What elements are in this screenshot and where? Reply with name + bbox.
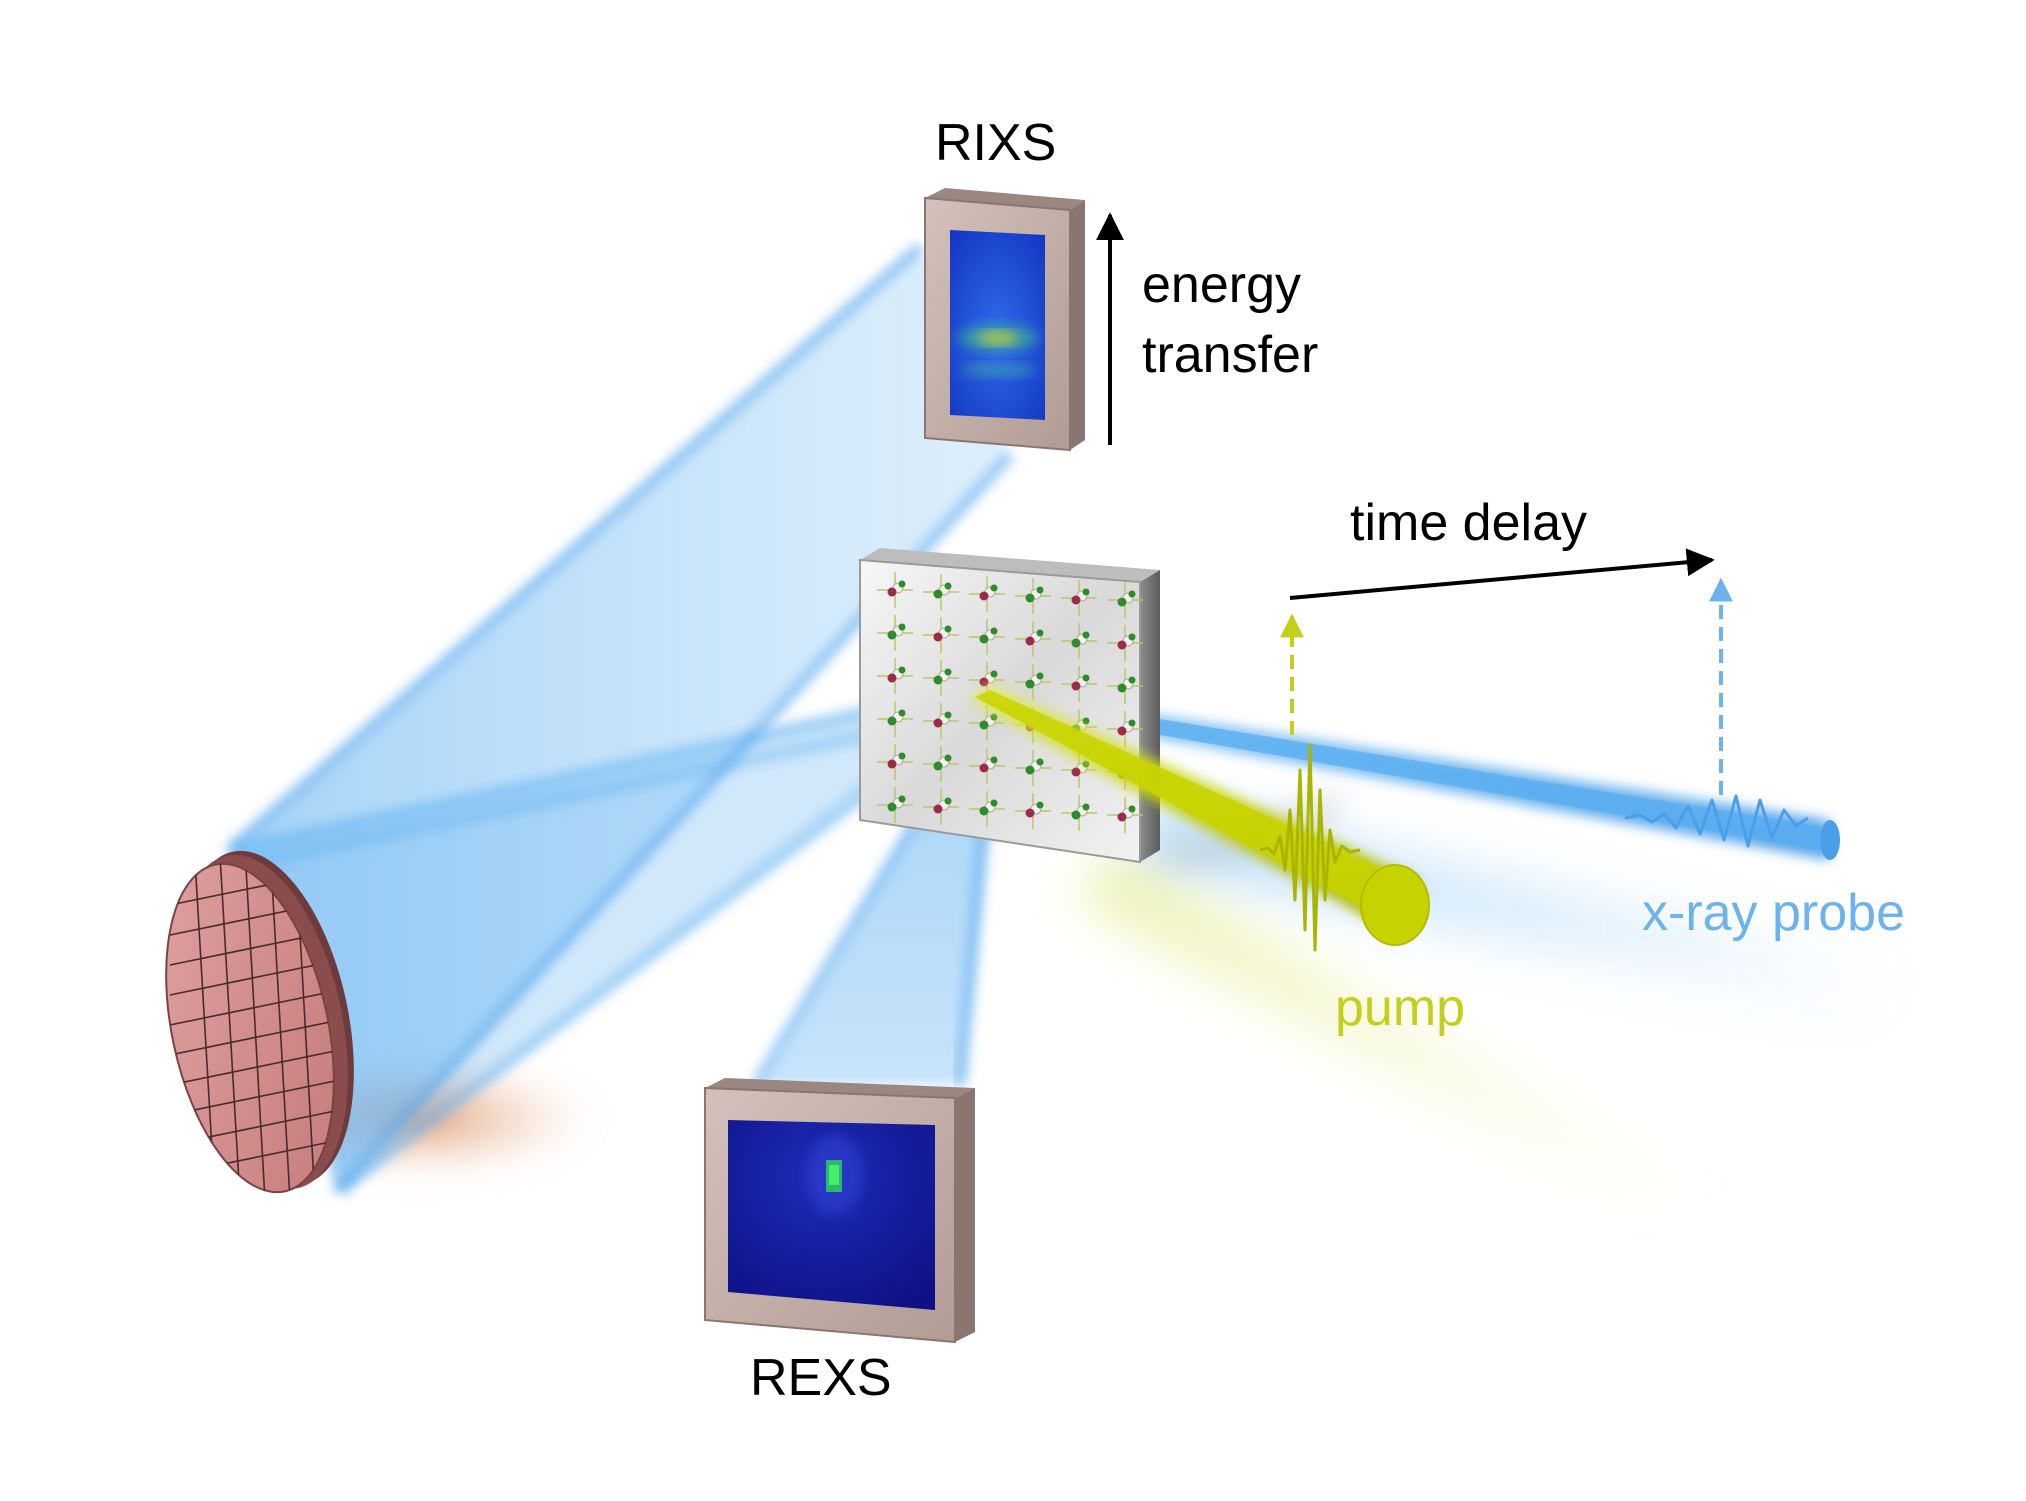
lattice-atom [990, 799, 998, 807]
lattice-atom [898, 795, 906, 803]
rixs-detector [924, 188, 1085, 452]
lattice-atom [1036, 586, 1044, 594]
lattice-atom [1036, 629, 1044, 637]
lattice-atom [898, 666, 906, 674]
pump-label: pump [1335, 979, 1465, 1037]
sample-crystal [859, 548, 1340, 870]
lattice-atom [1036, 801, 1044, 809]
lattice-atom [933, 632, 943, 642]
lattice-atom [1025, 636, 1035, 646]
lattice-atom [990, 713, 998, 721]
pump-pulse-waveform [1259, 743, 1361, 952]
lattice-atom [1117, 640, 1127, 650]
lattice-atom [944, 582, 952, 590]
lattice-atom [1071, 595, 1081, 605]
lattice-atom [1128, 590, 1136, 598]
lattice-atom [887, 759, 897, 769]
lattice-atom [1036, 672, 1044, 680]
lattice-atom [1117, 683, 1127, 693]
time-delay-label: time delay [1350, 494, 1587, 552]
lattice-atom [944, 711, 952, 719]
lattice-atom [887, 802, 897, 812]
lattice-atom [990, 584, 998, 592]
lattice-atom [887, 673, 897, 683]
lattice-atom [1128, 633, 1136, 641]
rixs-signal [958, 324, 1038, 377]
lattice-atom [1071, 810, 1081, 820]
pump-beam-reflection [1080, 850, 1700, 1230]
lattice-atom [1128, 676, 1136, 684]
spherical-grating-mirror [165, 848, 354, 1201]
lattice-atom [933, 589, 943, 599]
rixs-label: RIXS [935, 114, 1056, 172]
xray-probe-label: x-ray probe [1642, 884, 1905, 942]
lattice-atom [979, 677, 989, 687]
lattice-atom [1082, 674, 1090, 682]
energy-transfer-label-line1: energy [1142, 256, 1301, 314]
lattice-atom [1071, 767, 1081, 777]
lattice-atom [979, 591, 989, 601]
time-delay-arrow [1289, 548, 1715, 600]
xray-pulse-waveform [1624, 794, 1809, 848]
lattice-atom [1071, 681, 1081, 691]
lattice-atom [1128, 719, 1136, 727]
lattice-atom [990, 756, 998, 764]
rexs-bragg-peak [807, 1135, 863, 1215]
lattice-atom [1082, 717, 1090, 725]
lattice-atom [990, 670, 998, 678]
lattice-atom [933, 761, 943, 771]
lattice-atom [887, 587, 897, 597]
lattice-atom [898, 709, 906, 717]
mirror-sample-ray [248, 713, 942, 869]
lattice-atom [1117, 726, 1127, 736]
lattice-atom [1128, 805, 1136, 813]
lattice-atom [1082, 588, 1090, 596]
lattice-atom [898, 623, 906, 631]
lattice-atom [979, 720, 989, 730]
rexs-label: REXS [750, 1349, 892, 1407]
lattice-atom [944, 625, 952, 633]
xray-probe-beam [1000, 690, 1840, 860]
lattice-atom [933, 718, 943, 728]
lattice-atom [933, 675, 943, 685]
rexs-detector [704, 1078, 975, 1344]
lattice-atom [979, 634, 989, 644]
lattice-atom [898, 752, 906, 760]
lattice-atom [1082, 631, 1090, 639]
lattice-atom [1025, 765, 1035, 775]
lattice-atom [944, 797, 952, 805]
lattice-atom [933, 804, 943, 814]
lattice-atom [1117, 597, 1127, 607]
lattice-atom [944, 754, 952, 762]
lattice-atom [990, 627, 998, 635]
atomic-lattice [877, 572, 1143, 833]
lattice-atom [1036, 758, 1044, 766]
lattice-atom [898, 580, 906, 588]
lattice-atom [979, 763, 989, 773]
lattice-atom [1025, 593, 1035, 603]
lattice-atom [887, 630, 897, 640]
lattice-atom [1025, 679, 1035, 689]
lattice-atom [1082, 803, 1090, 811]
lattice-atom [1071, 638, 1081, 648]
lattice-atom [944, 668, 952, 676]
energy-transfer-label-line2: transfer [1142, 326, 1318, 384]
lattice-atom [979, 806, 989, 816]
lattice-atom [1025, 808, 1035, 818]
lattice-atom [1117, 812, 1127, 822]
lattice-atom [887, 716, 897, 726]
